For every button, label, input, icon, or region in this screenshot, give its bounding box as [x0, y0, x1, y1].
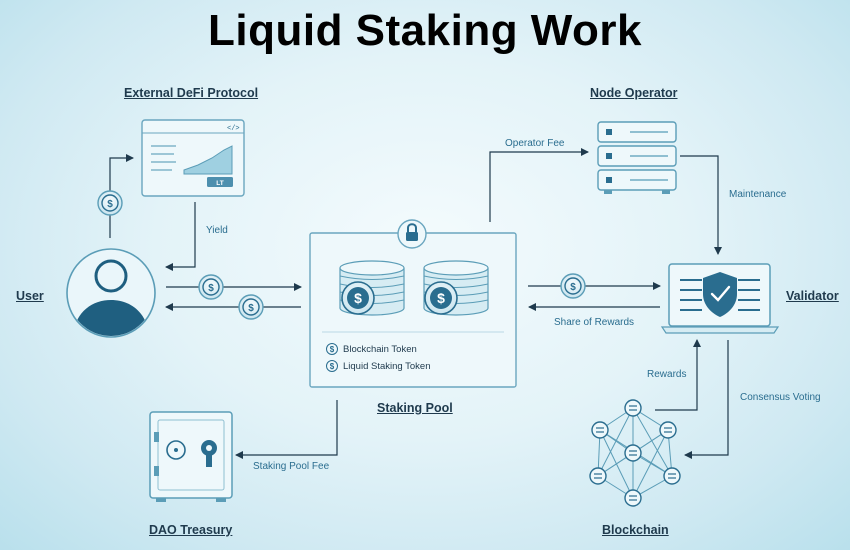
edge-label-rewards: Rewards — [647, 369, 687, 380]
label-dao-treasury: DAO Treasury — [149, 523, 233, 537]
staking-pool-box: $ $ — [309, 219, 517, 388]
coin-stack-right-icon: $ — [423, 260, 489, 316]
liquid-staking-token-coin-icon: $ — [326, 360, 338, 372]
coin-stack-left-icon: $ — [339, 260, 405, 316]
checkmark-icon — [710, 285, 731, 302]
svg-text:$: $ — [354, 290, 362, 306]
blockchain-network-icon — [589, 399, 681, 507]
defi-lt-button: LT — [216, 180, 223, 187]
svg-text:$: $ — [248, 303, 254, 314]
arrow-maintenance — [680, 155, 722, 255]
legend-liquid-staking-token: $ Liquid Staking Token — [326, 360, 431, 372]
server-icon — [597, 121, 677, 194]
blockchain-token-coin-icon: $ — [326, 343, 338, 355]
edge-label-share-of-rewards: Share of Rewards — [554, 317, 635, 328]
arrow-yield-to-user — [165, 202, 196, 271]
svg-text:$: $ — [208, 283, 214, 294]
laptop-shield-icon — [660, 263, 780, 334]
legend-blockchain-token: $ Blockchain Token — [326, 343, 417, 355]
label-staking-pool: Staking Pool — [377, 401, 453, 415]
chart-icon — [183, 145, 233, 175]
edge-label-operator-fee: Operator Fee — [505, 138, 565, 149]
defi-window: </> LT — [141, 119, 245, 197]
legend-blockchain-token-label: Blockchain Token — [343, 343, 417, 355]
label-node-operator: Node Operator — [590, 86, 678, 100]
edge-label-staking-pool-fee: Staking Pool Fee — [253, 461, 330, 472]
flow-coin-pool-validator-icon: $ — [560, 273, 586, 299]
code-icon: </> — [227, 125, 240, 133]
legend-liquid-staking-token-label: Liquid Staking Token — [343, 360, 431, 372]
page-title: Liquid Staking Work — [207, 6, 643, 55]
svg-text:$: $ — [437, 290, 445, 306]
edge-label-maintenance: Maintenance — [729, 189, 787, 200]
label-external-defi-protocol: External DeFi Protocol — [124, 86, 259, 100]
svg-text:$: $ — [570, 282, 576, 293]
label-user: User — [16, 289, 44, 303]
user-avatar — [66, 248, 156, 338]
arrow-consensus-voting — [684, 340, 729, 459]
arrow-operator-fee — [489, 148, 589, 222]
label-validator: Validator — [786, 289, 839, 303]
flow-coin-user-pool-icon: $ — [198, 274, 224, 300]
label-blockchain: Blockchain — [602, 523, 669, 537]
flow-coin-user-defi-icon: $ — [97, 190, 123, 216]
connectors — [109, 148, 729, 459]
edge-label-yield: Yield — [206, 225, 228, 236]
shield-icon — [703, 272, 737, 317]
arrow-rewards — [655, 339, 701, 411]
safe-icon — [149, 411, 233, 502]
edge-label-consensus-voting: Consensus Voting — [740, 392, 821, 403]
lock-icon — [397, 219, 427, 249]
flow-coin-pool-user-icon: $ — [238, 294, 264, 320]
arrow-staking-pool-fee — [235, 400, 338, 459]
svg-text:$: $ — [107, 199, 113, 210]
